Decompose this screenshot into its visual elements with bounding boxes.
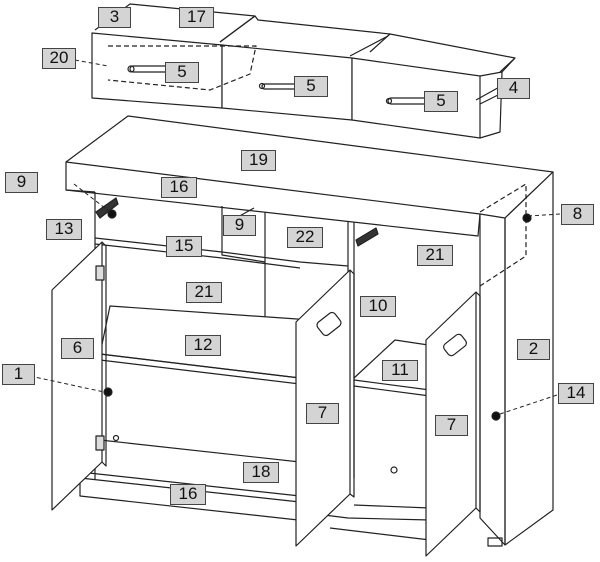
part-7-label-right: 7 xyxy=(435,415,468,436)
part-15-label: 15 xyxy=(166,236,202,257)
part-5-label-left: 5 xyxy=(165,62,199,83)
part-9-label-middle: 9 xyxy=(223,215,256,236)
drawer-unit xyxy=(91,3,517,139)
part-20-label: 20 xyxy=(42,48,76,69)
left-door xyxy=(51,241,120,511)
part-19-label: 19 xyxy=(241,150,276,171)
part-9-label-left: 9 xyxy=(5,172,38,193)
part-1-label: 1 xyxy=(2,364,35,385)
part-18-label: 18 xyxy=(243,462,279,483)
part-12-label: 12 xyxy=(185,335,221,356)
part-13-label: 13 xyxy=(46,219,82,240)
part-11-label: 11 xyxy=(382,360,418,381)
part-5-label-right: 5 xyxy=(424,91,458,112)
part-17-label: 17 xyxy=(179,7,214,28)
part-22-label: 22 xyxy=(287,227,323,248)
part-4-label: 4 xyxy=(497,78,530,99)
part-7-label-middle: 7 xyxy=(306,403,339,424)
part-5-label-middle: 5 xyxy=(294,76,328,97)
part-8-label: 8 xyxy=(561,204,594,225)
part-16-label-top: 16 xyxy=(161,177,197,198)
part-6-label: 6 xyxy=(61,338,94,359)
part-10-label: 10 xyxy=(360,296,396,317)
leader-lines xyxy=(29,59,561,415)
part-21-label-right: 21 xyxy=(417,245,453,266)
part-2-label: 2 xyxy=(517,339,550,360)
part-3-label: 3 xyxy=(98,7,131,28)
part-21-label-left: 21 xyxy=(186,282,222,303)
part-16-label-bottom: 16 xyxy=(170,484,206,505)
part-14-label: 14 xyxy=(558,383,594,404)
